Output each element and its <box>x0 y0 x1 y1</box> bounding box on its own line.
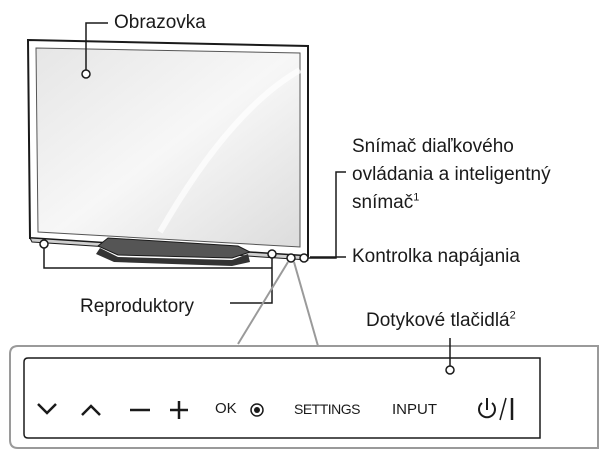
sensor-label-line2: ovládania a inteligentný <box>352 164 551 185</box>
plus-icon <box>170 401 188 419</box>
touch-zoom-callout <box>237 253 319 347</box>
sensor-footnote: 1 <box>413 191 420 204</box>
touch-panel <box>9 338 599 449</box>
input-button-label: INPUT <box>392 401 437 418</box>
tv-body <box>26 38 309 261</box>
tv-stand <box>96 237 252 266</box>
speakers-callout <box>39 239 277 304</box>
sensor-label-line3: snímač1 <box>352 191 420 213</box>
chevron-down-icon <box>37 403 57 415</box>
screen-label: Obrazovka <box>114 12 206 33</box>
touch-buttons-label: Dotykové tlačidlá2 <box>366 309 516 331</box>
speakers-label: Reproduktory <box>80 296 195 317</box>
screen-callout <box>81 22 108 79</box>
touch-buttons-footnote: 2 <box>509 309 516 322</box>
power-indicator-label: Kontrolka napájania <box>352 246 520 267</box>
chevron-up-icon <box>81 404 101 416</box>
ok-button-label: OK <box>215 400 237 417</box>
settings-button-label: SETTINGS <box>294 401 361 417</box>
power-icon <box>478 397 514 421</box>
sensor-callout <box>299 171 346 263</box>
ok-dot-icon <box>250 403 264 417</box>
sensor-label-line1: Snímač diaľkového <box>352 136 514 157</box>
